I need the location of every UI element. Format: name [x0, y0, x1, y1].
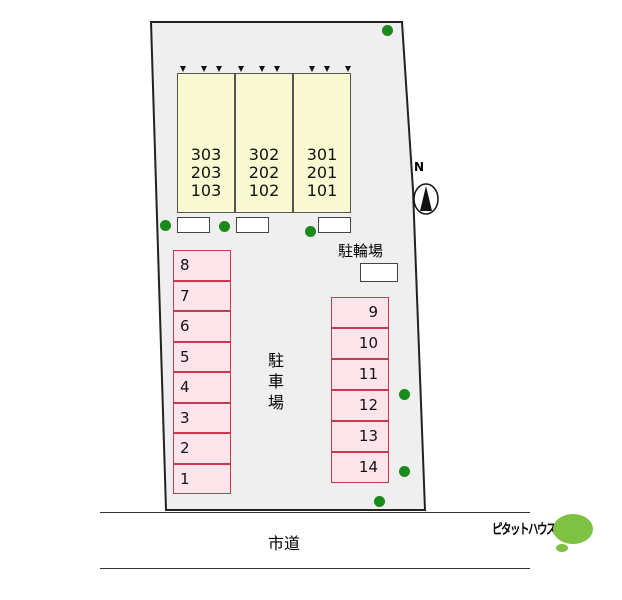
road-edge-top [100, 512, 530, 513]
parking-space: 8 [173, 250, 231, 281]
road-label: 市道 [268, 534, 301, 553]
tree-icon [305, 226, 316, 237]
tree-icon [160, 220, 171, 231]
storage-box [318, 217, 351, 233]
parking-space: 12 [331, 390, 389, 421]
north-label: N [414, 160, 425, 174]
parking-space: 1 [173, 463, 231, 494]
bicycle-parking-area [360, 263, 398, 282]
parking-space: 14 [331, 452, 389, 483]
logo-text: ピタットハウス [492, 522, 557, 538]
parking-space: 3 [173, 402, 231, 433]
parking-space: 10 [331, 328, 389, 359]
parking-space: 9 [331, 297, 389, 328]
tree-icon [219, 221, 230, 232]
storage-box [177, 217, 210, 233]
tree-icon [382, 25, 393, 36]
entrance-markers [180, 66, 351, 72]
storage-box [236, 217, 269, 233]
parking-space: 2 [173, 433, 231, 464]
parking-space: 5 [173, 341, 231, 372]
bicycle-parking-label: 駐輪場 [338, 242, 384, 260]
parking-lot-label: 駐車場 [268, 351, 285, 412]
logo-bubble-icon [553, 514, 593, 552]
tree-icon [374, 496, 385, 507]
parking-space: 7 [173, 280, 231, 311]
road-edge-bottom [100, 568, 530, 569]
parking-space: 13 [331, 421, 389, 452]
tree-icon [399, 466, 410, 477]
tree-icon [399, 389, 410, 400]
parking-space: 4 [173, 372, 231, 403]
parking-space: 11 [331, 359, 389, 390]
parking-space: 6 [173, 311, 231, 342]
compass-icon [413, 183, 439, 215]
